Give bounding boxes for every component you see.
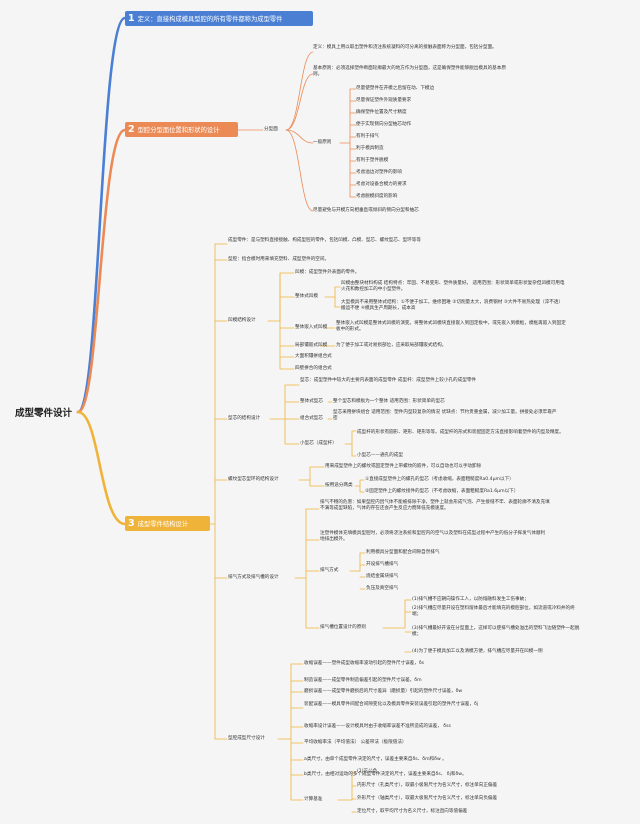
dimension-item[interactable]: 收缩误差——塑件成型收缩率波动引起的塑件尺寸误差，δs [304, 661, 425, 666]
branch-definition[interactable]: 1 定义：直接构成模具型腔的所有零件都称为成型零件 [125, 11, 313, 26]
node-avoid-side-parting[interactable]: 尽量避免与开模方向相垂直或倾斜的侧向分型和抽芯 [313, 208, 419, 213]
node-core-definition[interactable]: 型芯：成型塑件中较大的主要内表面的成型零件 成型杆：成型塑件上较小孔的成型零件 [300, 378, 477, 383]
principle-item[interactable]: 确保塑件位置及尺寸精度 [356, 110, 407, 115]
node-integral-cavity[interactable]: 整体式凹模 [295, 294, 318, 299]
principle-item[interactable]: 利于模具制造 [356, 146, 384, 151]
vent-mode-item[interactable]: 负压及真空排气 [366, 586, 399, 591]
branch-number: 3 [128, 518, 135, 529]
principle-item[interactable]: 考虑脱模斜度的影响 [356, 194, 398, 199]
principle-item[interactable]: 有利于排气 [356, 134, 379, 139]
node-vent-design[interactable]: 排气方式及排气槽的设计 [228, 575, 279, 580]
node-integral-cavity-limit[interactable]: 大型模具不采用整体式结构：①不便于加工，维修困难 ②切削量太大，浪费钢材 ③大件… [341, 300, 563, 312]
node-thread-use[interactable]: 按用途分两类 [325, 483, 353, 488]
node-basic-principle[interactable]: 基本原则：必须选择塑件断面轮廓最大的地方作为分型面，这是确保塑件能够脱出模具的基… [313, 66, 506, 78]
node-cavity-definition[interactable]: 凹模：成型塑件外表面的零件。 [295, 270, 360, 275]
node-thread-design[interactable]: 螺纹型芯型环的结构设计 [228, 477, 279, 482]
node-molded-part[interactable]: 成型零件：是与塑料直接接触、构成型腔的零件，包括凹模、凸模、型芯、螺纹型芯、型环… [228, 238, 421, 243]
calc-item[interactable]: 内形尺寸（孔类尺寸），取最小极限尺寸为名义尺寸，标注单向正偏差 [357, 783, 498, 788]
dimension-item[interactable]: 收缩率设计误差——设计模具时由于收缩率误差不准所造成的误差， δss [304, 724, 451, 729]
vent-mode-item[interactable]: 利用模具分型面和配合间隙自然排气 [366, 550, 440, 555]
node-integral-cavity-desc[interactable]: 凹模由整块材料构成 结构特点：牢固、不易变形、塑件质量好。 适用范围：形状简单或… [341, 281, 565, 293]
node-insert-cavity[interactable]: 整体嵌入式凹模 [295, 325, 328, 330]
dimension-item[interactable]: a类尺寸，由单个成型零件决定的尺寸，误差主要来自δs、δm和δw 。 [304, 757, 447, 762]
vent-position-item[interactable]: (3)排气槽最好开设在分型面上，这样可以使排气槽处溢出的塑料飞边随塑件一起脱模； [412, 626, 580, 638]
dimension-item[interactable]: 磨损误差——成型零件磨损后的尺寸差异（磨损量）引起的塑件尺寸误差，δw [304, 689, 463, 694]
calc-item[interactable]: 定位尺寸，取平均尺寸为名义尺寸，标注直向等值偏差 [357, 809, 468, 814]
vent-position-item[interactable]: (2)排气槽应尽量开设在塑料熔体最后才能填充的模腔部位，如流道或冷料井的终端； [412, 606, 575, 618]
calc-item[interactable]: 外形尺寸（轴类尺寸），取最大极限尺寸为名义尺寸，标注单向负偏差 [357, 796, 498, 801]
node-thread-desc[interactable]: 用来成型塑件上的螺纹或固定塑件上带螺纹的嵌件，可以自动也可以手动卸除 [325, 464, 482, 469]
node-cavity-design[interactable]: 凹模结构设计 [228, 318, 256, 323]
node-vent-need[interactable]: 注塑件模体充填模具型腔时，必须将浇注系统和型腔内的空气以及塑料在成型过程中产生的… [320, 531, 546, 543]
node-small-core-desc[interactable]: 成型杆的形状有圆形、矩形、矩形等等。成型杆的形式和装配固定方法直接影响着塑件的内… [357, 430, 564, 435]
node-general-principle[interactable]: 一般原则 [313, 140, 332, 145]
vent-mode-item[interactable]: 开设排气槽排气 [366, 562, 399, 567]
node-insert-cavity-desc[interactable]: 整体嵌入式凹模是整体式凹模的演变。将整体式凹模块直接嵌入到固定板中，或先嵌入到模… [336, 321, 566, 333]
dimension-item[interactable]: 制造误差——成型零件制造偏差引起的塑件尺寸误差，δm [304, 678, 422, 683]
dimension-item[interactable]: 装配误差——模具零件间配合间隙变化以及模具零件安装误差引起的塑件尺寸误差，δj [304, 702, 479, 707]
node-core-design[interactable]: 型芯的结构设计 [228, 416, 261, 421]
node-cavity-def[interactable]: 型腔：指合模时用来填充塑料、成型塑件的空间。 [228, 257, 330, 262]
dimension-item[interactable]: 平均收缩率法（平均值法） 公差带法（极限值法） [304, 740, 407, 745]
node-vent-position[interactable]: 排气槽位置设计的原则 [320, 625, 366, 630]
principle-item[interactable]: 有利于塑件脱模 [356, 158, 389, 163]
branch-number: 2 [128, 124, 135, 135]
principle-item[interactable]: 便于实现侧向分型抽芯动作 [356, 122, 412, 127]
node-large-assembly[interactable]: 大面积镶拼组合式 [295, 354, 332, 359]
node-integral-core-desc[interactable]: 整个型芯和模板为一个整体 适用范围：形状简单的型芯 [333, 399, 445, 404]
dimension-item[interactable]: b类尺寸，由相对运动的多个成型零件决定的尺寸，误差主要来自δs、 δj和δw。 [304, 772, 467, 777]
node-definition[interactable]: 定义：模具上用以取出塑件和浇注系统凝料的可分离的接触表面称为分型面，包括分型面。 [313, 45, 497, 50]
node-combined-core-desc[interactable]: 型芯采用拼块组合 适用范围：塑件内型较复杂的情况 优缺点：节约贵重金属，减少加工… [333, 410, 557, 422]
vent-position-item[interactable]: (1)排气槽不应朝向操作工人，以防熔融料发生工伤事故； [412, 597, 529, 602]
node-local-insert[interactable]: 局部镶嵌式凹模 [295, 343, 328, 348]
principle-item[interactable]: 考虑对设备合模力的要求 [356, 182, 407, 187]
node-combined-core[interactable]: 组合式型芯 [300, 416, 323, 421]
root-topic[interactable]: 成型零件设计 [15, 408, 73, 419]
node-small-core[interactable]: 小型芯（成型杆） [300, 441, 337, 446]
vent-position-item[interactable]: (4)为了便于模具加工以及清模方便，排气槽应尽量开在凹模一侧 [412, 649, 543, 654]
node-thread-use-a[interactable]: ①直接成型塑件上的螺孔的型芯（考虑收缩，表面粗糙度Ra0.4μm以下） [365, 477, 514, 482]
node-integral-core[interactable]: 整体式型芯 [300, 399, 323, 404]
node-vent-mode[interactable]: 排气方式 [320, 568, 339, 573]
principle-item[interactable]: 尽量保证塑件外观质量要求 [356, 98, 412, 103]
node-dimension-design[interactable]: 型腔成型尺寸设计 [228, 736, 265, 741]
node-local-insert-desc[interactable]: 为了便于加工或对易损部位，应采取局部镶嵌式结构。 [336, 343, 447, 348]
branch-structure-design[interactable]: 3 成型零件结构设计 [125, 516, 210, 531]
principle-item[interactable]: 考虑溢边对塑件的影响 [356, 170, 402, 175]
branch-label: 型腔分型面位置和形状的设计 [137, 127, 220, 134]
branch-label: 定义：直接构成模具型腔的所有零件都称为成型零件 [137, 16, 283, 23]
principle-item[interactable]: 尽量使塑件在开模之后留在动、下模边 [356, 86, 435, 91]
vent-mode-item[interactable]: 烧结金属块排气 [366, 574, 399, 579]
node-calc-basis[interactable]: 计算基准 [304, 797, 323, 802]
node-parting-surface[interactable]: 分型面 [264, 127, 278, 132]
calc-item[interactable]: (1)正公负 [357, 769, 378, 774]
node-small-core-through[interactable]: 小型芯——通孔的成型 [357, 453, 403, 458]
branch-parting-surface[interactable]: 2 型腔分型面位置和形状的设计 [125, 122, 238, 137]
node-thread-use-b[interactable]: ②固定塑件上的螺纹接件的型芯（不考虑收缩，表面粗糙度Ra1.6μm以下） [365, 489, 519, 494]
node-four-wall[interactable]: 四壁拼合的组合式 [295, 366, 332, 371]
branch-label: 成型零件结构设计 [137, 521, 188, 528]
branch-number: 1 [128, 13, 135, 24]
node-vent-harm[interactable]: 排气不畅的危害：如果型腔内因气体不能被排除干净，塑件上就会形成气泡、产生接缝不牢… [320, 500, 550, 512]
